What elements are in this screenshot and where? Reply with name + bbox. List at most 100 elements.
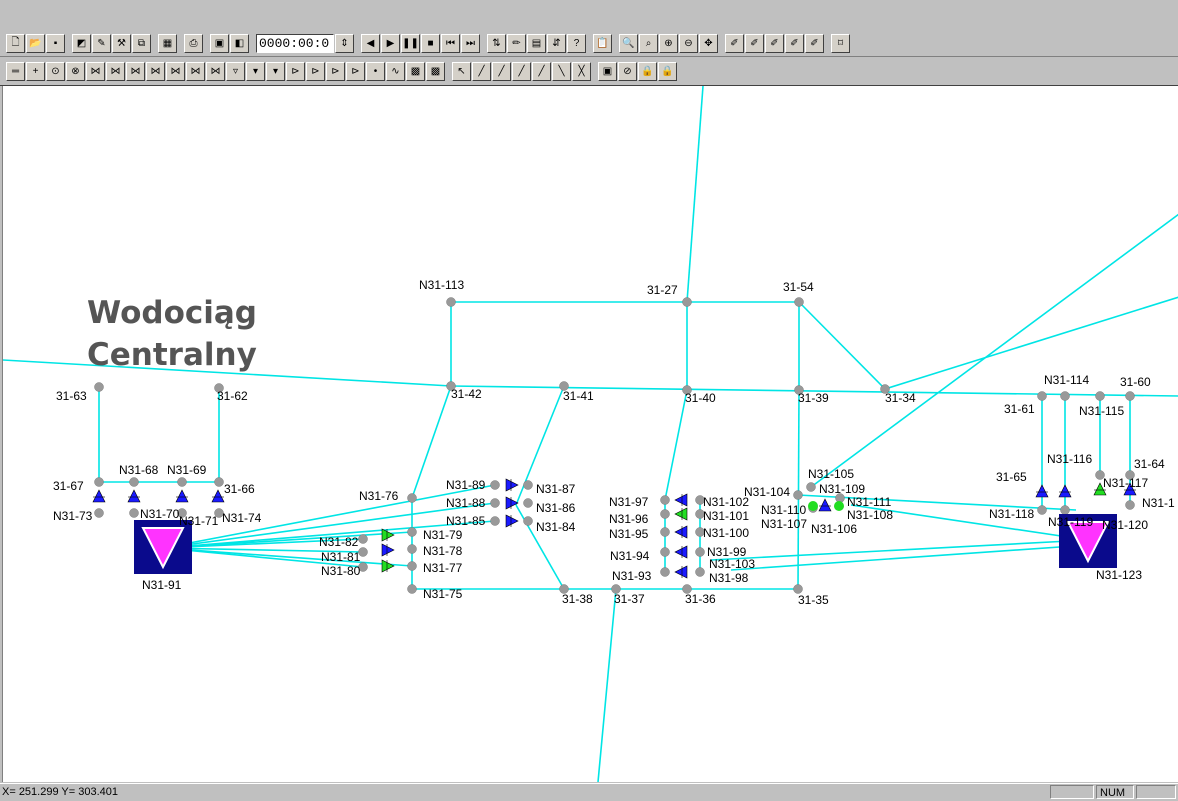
junction-node[interactable]	[358, 534, 368, 544]
junction-node[interactable]	[794, 297, 804, 307]
junction-node[interactable]	[660, 527, 670, 537]
junction-node[interactable]	[793, 584, 803, 594]
junction-node[interactable]	[1060, 505, 1070, 515]
junction-node[interactable]	[94, 477, 104, 487]
hydrant-icon[interactable]: ⊙	[46, 61, 65, 81]
copy-icon[interactable]: ⧉	[132, 33, 151, 53]
pipe-tool-icon[interactable]: ═	[6, 61, 25, 81]
junction-node[interactable]	[793, 490, 803, 500]
line-1-icon[interactable]: ╱	[472, 61, 491, 81]
pump-icon[interactable]	[381, 528, 395, 542]
junction-node[interactable]	[695, 547, 705, 557]
junction-node[interactable]	[1125, 391, 1135, 401]
pump-icon[interactable]	[674, 565, 688, 579]
pipe[interactable]	[710, 539, 1089, 561]
line-3-icon[interactable]: ╱	[512, 61, 531, 81]
junction-node[interactable]	[559, 381, 569, 391]
junction-node[interactable]	[660, 547, 670, 557]
pipe[interactable]	[162, 547, 364, 553]
junction-node[interactable]	[446, 297, 456, 307]
valve-4-icon[interactable]: ⋈	[126, 61, 145, 81]
valve-6-icon[interactable]: ⋈	[166, 61, 185, 81]
junction-node[interactable]	[129, 477, 139, 487]
pump-icon[interactable]	[505, 478, 519, 492]
picture-1-icon[interactable]: ▩	[406, 61, 425, 81]
new-file-icon[interactable]: 🗋	[6, 33, 25, 53]
brush-1-icon[interactable]: ✐	[725, 33, 744, 53]
junction-node[interactable]	[1095, 391, 1105, 401]
pipe[interactable]	[3, 359, 452, 387]
pipe[interactable]	[450, 385, 1178, 397]
brush-4-icon[interactable]: ✐	[785, 33, 804, 53]
junction-node[interactable]	[695, 495, 705, 505]
junction-node[interactable]	[682, 584, 692, 594]
junction-node[interactable]	[794, 385, 804, 395]
junction-node[interactable]	[407, 493, 417, 503]
junction-node[interactable]	[682, 297, 692, 307]
report-icon[interactable]: ◧	[230, 33, 249, 53]
junction-node[interactable]	[490, 480, 500, 490]
save-icon[interactable]: ▪	[46, 33, 65, 53]
pump-3-icon[interactable]: ⊳	[326, 61, 345, 81]
brush-3-icon[interactable]: ✐	[765, 33, 784, 53]
junction-node[interactable]	[214, 508, 224, 518]
pipe[interactable]	[411, 385, 452, 499]
pump-icon[interactable]	[808, 501, 818, 511]
pump-icon[interactable]	[674, 493, 688, 507]
lock-3-icon[interactable]: 🔒	[638, 61, 657, 81]
junction-node[interactable]	[490, 498, 500, 508]
table-icon[interactable]: ▤	[527, 33, 546, 53]
pump-icon[interactable]	[1035, 484, 1049, 498]
pipe[interactable]	[730, 544, 1089, 571]
reservoir-icon[interactable]	[141, 527, 185, 570]
junction-node[interactable]	[1037, 391, 1047, 401]
pump-icon[interactable]	[211, 489, 225, 503]
junction-node[interactable]	[660, 509, 670, 519]
pump-icon[interactable]	[92, 489, 106, 503]
tank-2-icon[interactable]: ▾	[246, 61, 265, 81]
junction-node[interactable]	[1125, 470, 1135, 480]
pipe[interactable]	[162, 547, 413, 567]
pump-1-icon[interactable]: ⊳	[286, 61, 305, 81]
pipe[interactable]	[884, 296, 1178, 390]
junction-node[interactable]	[523, 498, 533, 508]
picture-2-icon[interactable]: ▩	[426, 61, 445, 81]
line-5-icon[interactable]: ╲	[552, 61, 571, 81]
junction-node[interactable]	[695, 527, 705, 537]
edit-icon[interactable]: ✎	[92, 33, 111, 53]
time-spin-icon[interactable]: ⇕	[335, 33, 354, 53]
junction-node[interactable]	[407, 527, 417, 537]
junction-node[interactable]	[94, 382, 104, 392]
pump-2-icon[interactable]: ⊳	[306, 61, 325, 81]
valve-7-icon[interactable]: ⋈	[186, 61, 205, 81]
pipe[interactable]	[664, 389, 688, 501]
pump-icon[interactable]	[1093, 482, 1107, 496]
junction-node[interactable]	[177, 508, 187, 518]
junction-node[interactable]	[880, 384, 890, 394]
pump-icon[interactable]	[674, 507, 688, 521]
junction-tool-icon[interactable]: +	[26, 61, 45, 81]
junction-node[interactable]	[177, 477, 187, 487]
junction-node[interactable]	[446, 381, 456, 391]
find-icon[interactable]: ◩	[72, 33, 91, 53]
pipe[interactable]	[162, 502, 496, 549]
page-icon[interactable]: ▣	[210, 33, 229, 53]
junction-node[interactable]	[407, 584, 417, 594]
time-display[interactable]: 0000:00:0	[256, 33, 334, 53]
junction-node[interactable]	[1037, 505, 1047, 515]
pipe[interactable]	[798, 301, 886, 390]
node-icon[interactable]: •	[366, 61, 385, 81]
junction-node[interactable]	[1095, 470, 1105, 480]
valve-8-icon[interactable]: ⋈	[206, 61, 225, 81]
zoom-window-icon[interactable]: 🔍	[619, 33, 638, 53]
valve-1-icon[interactable]: ⊗	[66, 61, 85, 81]
junction-node[interactable]	[214, 477, 224, 487]
pan-icon[interactable]: ✥	[699, 33, 718, 53]
select-arrow-icon[interactable]: ↖	[452, 61, 471, 81]
junction-node[interactable]	[94, 508, 104, 518]
tag-icon[interactable]: ⌑	[831, 33, 850, 53]
play-icon[interactable]: ▶	[381, 33, 400, 53]
zoom-in-icon[interactable]: ⊕	[659, 33, 678, 53]
line-2-icon[interactable]: ╱	[492, 61, 511, 81]
